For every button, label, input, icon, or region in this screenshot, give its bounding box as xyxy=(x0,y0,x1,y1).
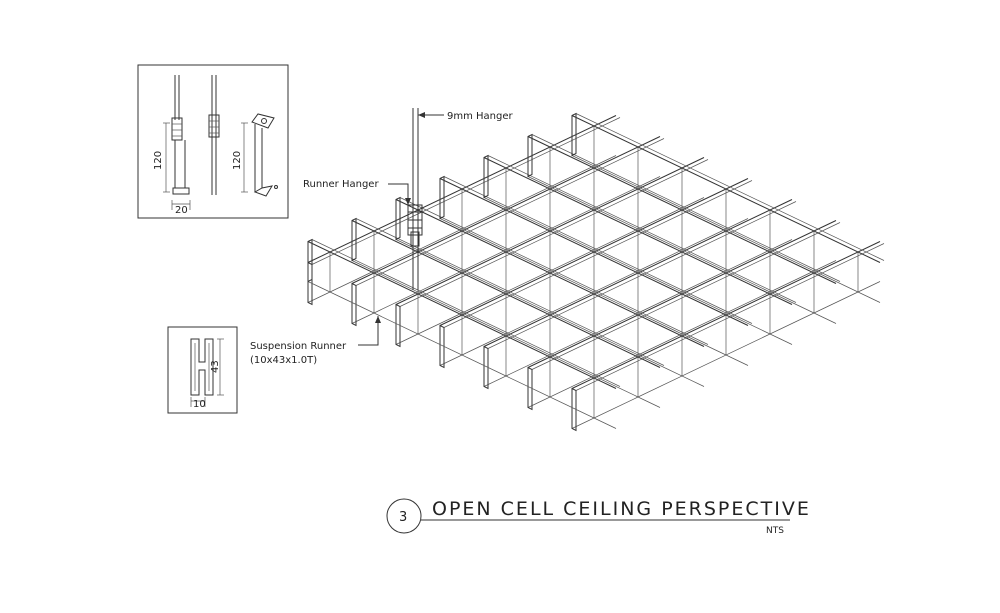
hanger-dim-height-right: 120 xyxy=(232,151,243,170)
hanger-dim-width: 20 xyxy=(175,205,188,216)
title-block xyxy=(386,498,790,534)
blade-end-u xyxy=(439,175,445,220)
open-cell-grid xyxy=(307,112,885,432)
drawing-title: OPEN CELL CEILING PERSPECTIVE xyxy=(432,498,811,520)
leader-lines xyxy=(358,112,444,346)
hanger-detail-box xyxy=(137,64,289,219)
blade-end-v xyxy=(439,324,445,369)
blade-end-u xyxy=(571,112,577,157)
runner-profile-box xyxy=(167,326,238,414)
blade-end-u xyxy=(395,196,401,241)
blade-end-v xyxy=(571,387,577,432)
runner-dim-width: 10 xyxy=(193,399,206,410)
hanger-dim-height-left: 120 xyxy=(153,151,164,170)
blade-end-u xyxy=(307,238,313,283)
blade-end-u xyxy=(527,133,533,178)
blade-end-u xyxy=(351,217,357,262)
main-hanger-rod xyxy=(407,108,423,290)
label-9mm-hanger: 9mm Hanger xyxy=(447,111,514,122)
blade-top-u-edge xyxy=(355,218,665,366)
blade-top-u-edge xyxy=(575,113,885,261)
blade-end-v xyxy=(395,303,401,348)
blade-end-v xyxy=(527,366,533,411)
label-suspension-runner: Suspension Runner xyxy=(250,341,347,352)
blade-top-u-edge xyxy=(531,134,841,282)
label-runner-hanger: Runner Hanger xyxy=(303,179,379,190)
blade-end-v xyxy=(483,345,489,390)
blade-top-u-edge xyxy=(443,176,753,324)
drawing-number: 3 xyxy=(399,510,407,525)
blade-end-u xyxy=(483,154,489,199)
blade-end-v xyxy=(307,261,313,306)
blade-end-v xyxy=(351,282,357,327)
blade-top-u-edge xyxy=(399,197,709,345)
runner-dim-height: 43 xyxy=(210,360,221,373)
blade-top-u-edge xyxy=(311,239,621,387)
label-suspension-runner-size: (10x43x1.0T) xyxy=(250,355,317,366)
blade-top-u-edge xyxy=(487,155,797,303)
drawing-scale: NTS xyxy=(766,526,784,536)
